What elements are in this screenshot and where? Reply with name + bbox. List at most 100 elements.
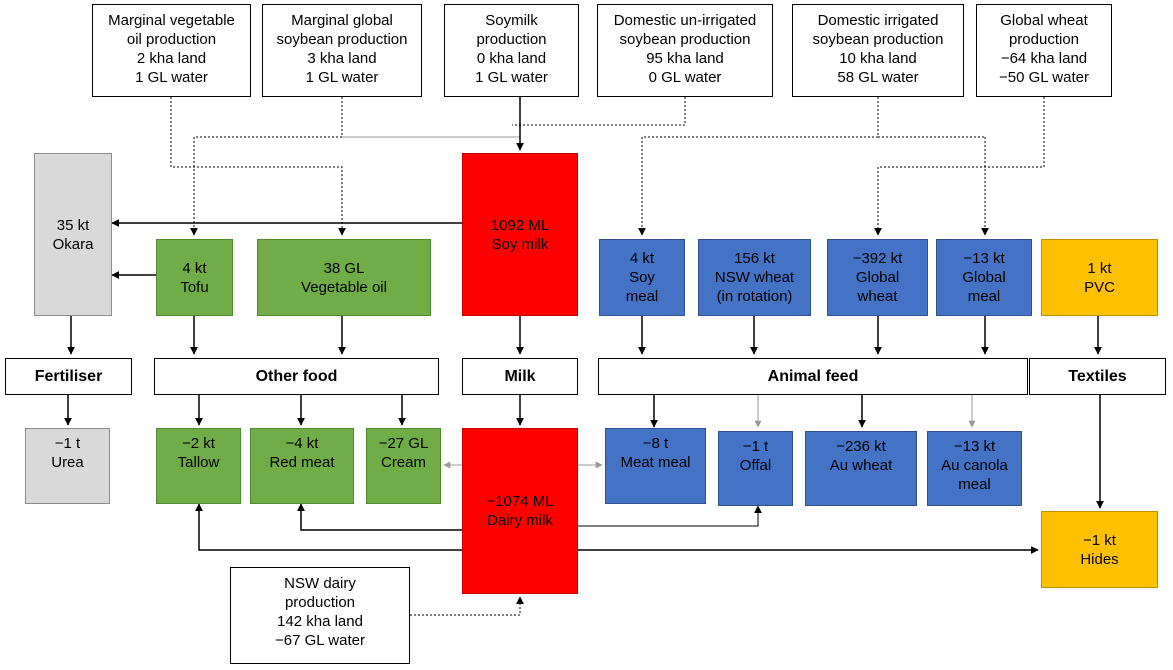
node-value: 38 GL [323, 259, 365, 277]
link-marginal-veg-oil [170, 97, 346, 236]
link-dairy-to-tallow [195, 503, 462, 551]
source-line: NSW dairy [284, 575, 356, 592]
vegetable-oil-node: 38 GL Vegetable oil [257, 239, 431, 316]
source-line: 95 kha land [646, 50, 724, 67]
node-label: wheat [857, 288, 898, 305]
node-label: meal [625, 288, 659, 305]
node-value: −1 kt [1083, 531, 1116, 549]
node-label: Tallow [177, 454, 220, 471]
dairy-milk-node: −1074 ML Dairy milk [462, 428, 578, 594]
category-label: Other food [255, 368, 338, 385]
node-label: Au canola [941, 457, 1008, 474]
source-line: production [284, 594, 356, 611]
link-global-wheat-production [874, 97, 1045, 236]
source-line: Domestic un-irrigated [613, 12, 757, 29]
node-value: −2 kt [182, 435, 215, 452]
category-label: Fertiliser [34, 368, 103, 385]
pvc-node: 1 kt PVC [1041, 239, 1158, 316]
node-value: 1092 ML [490, 216, 550, 234]
node-label: Meat meal [620, 454, 691, 471]
node-value: −1 t [742, 438, 769, 455]
source-line: Marginal global [291, 12, 393, 29]
source-line: 10 kha land [839, 50, 917, 67]
link-dairy-to-offal [578, 505, 762, 527]
node-value: −8 t [642, 435, 669, 452]
urea-node: −1 t Urea [25, 428, 110, 504]
node-label: Cream [380, 454, 426, 471]
source-line: soybean production [619, 31, 751, 48]
category-textiles: Textiles [1029, 358, 1166, 395]
node-label: Soy milk [491, 235, 549, 253]
source-global-wheat: Global wheat production −64 kha land −50… [976, 4, 1112, 97]
node-value: −4 kt [285, 435, 319, 452]
source-line: −50 GL water [999, 69, 1089, 86]
link-dairy-to-red-meat [297, 503, 462, 531]
au-canola-meal-node: −13 kt Au canola meal [927, 431, 1022, 506]
category-animal-feed: Animal feed [598, 358, 1028, 395]
source-line: production [476, 31, 547, 48]
source-line: 2 kha land [136, 50, 207, 67]
source-line: −67 GL water [275, 632, 365, 649]
source-line: 0 GL water [648, 69, 722, 86]
node-value: −236 kt [836, 438, 886, 455]
node-label: Tofu [180, 278, 209, 296]
node-label: (in rotation) [716, 288, 793, 305]
node-label: Soy [629, 269, 655, 286]
global-wheat-node: −392 kt Global wheat [827, 239, 928, 316]
node-label: Red meat [269, 454, 335, 471]
category-other-food: Other food [154, 358, 439, 395]
source-line: production [1008, 31, 1080, 48]
source-marginal-soybean: Marginal global soybean production 3 kha… [262, 4, 422, 97]
hides-node: −1 kt Hides [1041, 511, 1158, 588]
au-wheat-node: −236 kt Au wheat [805, 431, 917, 506]
source-domestic-unirrigated: Domestic un-irrigated soybean production… [597, 4, 773, 97]
node-value: −392 kt [852, 250, 903, 267]
source-line: Global wheat [1000, 12, 1088, 29]
node-value: 1 kt [1087, 259, 1112, 277]
node-label: Global [855, 269, 900, 286]
node-label: Okara [52, 235, 94, 253]
source-line: Domestic irrigated [817, 12, 939, 29]
source-line: Marginal vegetable [108, 12, 235, 29]
node-value: 35 kt [56, 216, 90, 234]
node-label: Dairy milk [487, 512, 553, 529]
source-line: soybean production [276, 31, 408, 48]
node-label: Vegetable oil [301, 278, 387, 296]
cream-node: −27 GL Cream [366, 428, 441, 504]
category-fertiliser: Fertiliser [5, 358, 132, 395]
source-marginal-veg-oil: Marginal vegetable oil production 2 kha … [92, 4, 251, 97]
node-value: −27 GL [378, 435, 429, 452]
category-milk: Milk [462, 358, 578, 395]
source-line: 142 kha land [277, 613, 363, 630]
soy-milk-node: 1092 ML Soy milk [462, 153, 578, 316]
source-line: 1 GL water [135, 69, 208, 86]
source-line: soybean production [812, 31, 944, 48]
link-nsw-dairy [410, 596, 524, 616]
source-line: −64 kha land [1000, 50, 1088, 67]
meat-meal-node: −8 t Meat meal [605, 428, 706, 504]
node-label: NSW wheat [714, 269, 795, 286]
node-label: Au wheat [829, 457, 893, 474]
node-label: PVC [1084, 278, 1115, 296]
link-domestic-unirrigated [512, 97, 686, 126]
soy-meal-node: 4 kt Soy meal [599, 239, 685, 316]
node-value: 4 kt [182, 259, 207, 277]
source-line: 3 kha land [307, 50, 377, 67]
global-meal-node: −13 kt Global meal [936, 239, 1032, 316]
category-label: Milk [504, 368, 536, 385]
node-value: 156 kt [734, 250, 775, 267]
source-soymilk: Soymilk production 0 kha land 1 GL water [444, 4, 579, 97]
source-line: Soymilk [485, 12, 538, 29]
node-label: Urea [51, 454, 84, 471]
category-label: Textiles [1068, 368, 1127, 385]
node-label: Offal [739, 457, 772, 474]
offal-node: −1 t Offal [718, 431, 793, 506]
source-line: oil production [126, 31, 217, 48]
node-label: meal [967, 288, 1001, 305]
source-domestic-irrigated: Domestic irrigated soybean production 10… [792, 4, 964, 97]
source-line: 1 GL water [475, 69, 548, 86]
nsw-wheat-node: 156 kt NSW wheat (in rotation) [698, 239, 811, 316]
okara-node: 35 kt Okara [34, 153, 112, 316]
node-value: −13 kt [963, 250, 1005, 267]
